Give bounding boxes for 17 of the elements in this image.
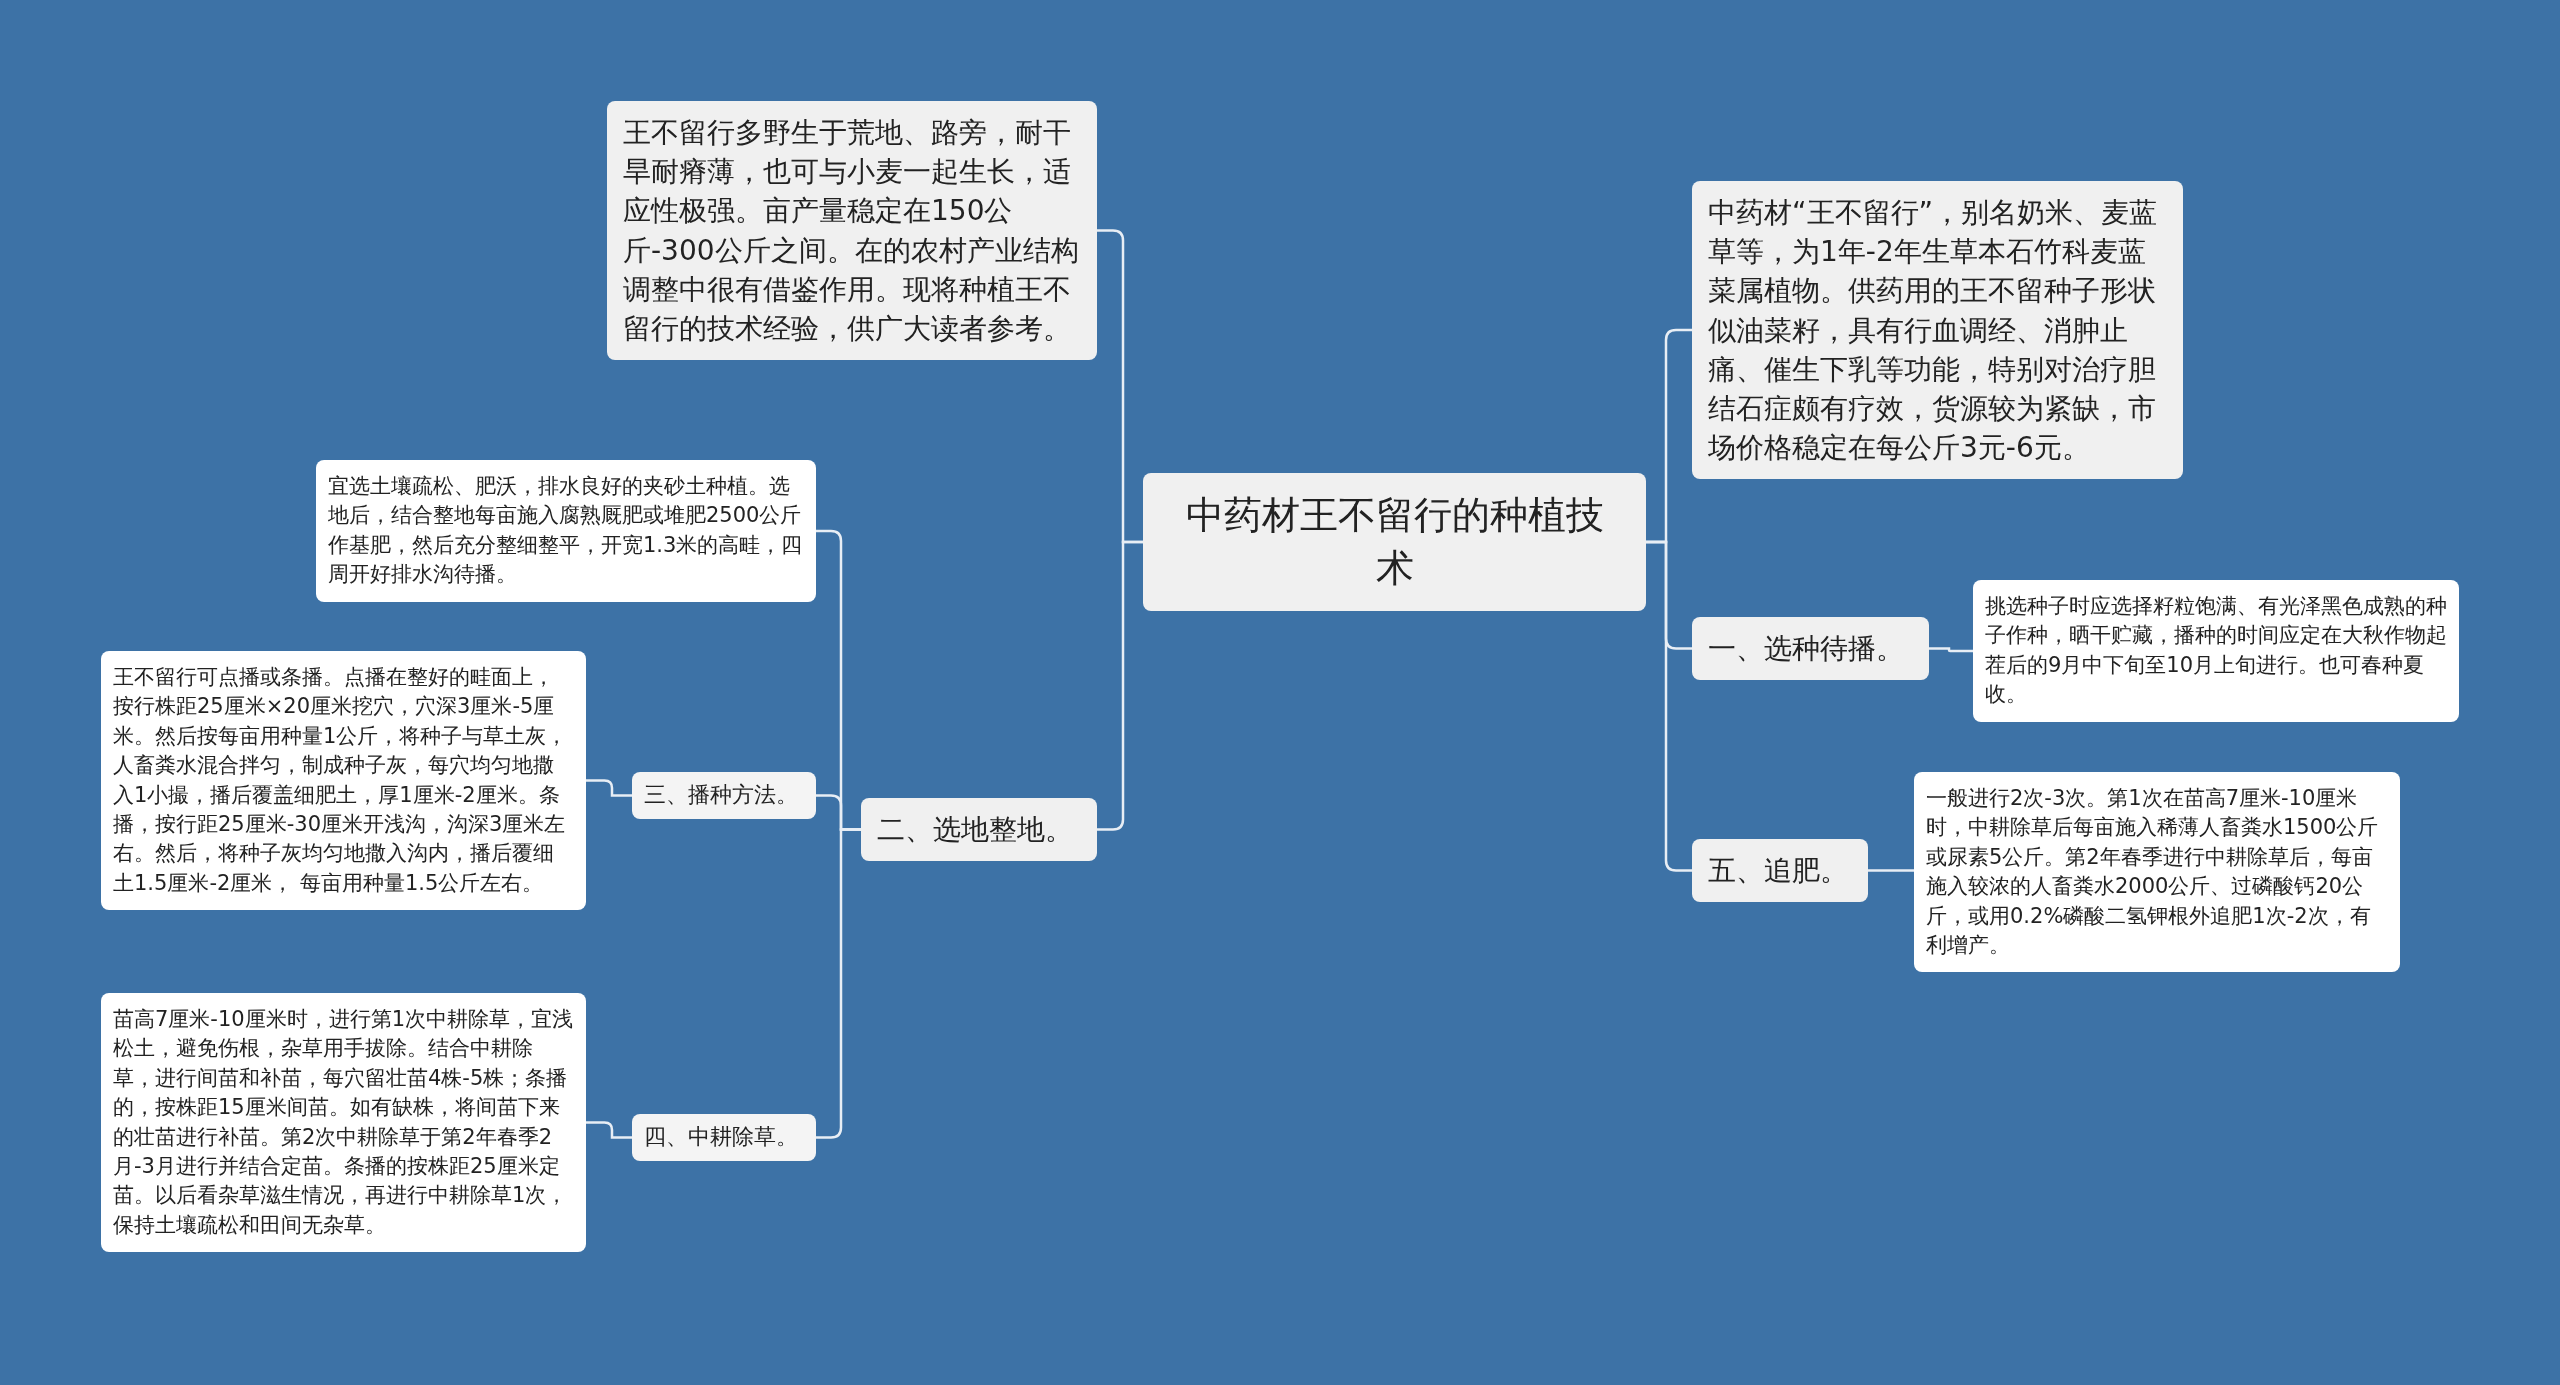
connector-line [586,779,632,797]
topic-box: 王不留行多野生于荒地、路旁，耐干旱耐瘠薄，也可与小麦一起生长，适应性极强。亩产量稳定在150公斤-300公斤之间。在的农村产业结构调整中很有借鉴作用。现将种植王不留行的技术经验，供广大读者参考。 [607,101,1097,361]
subtopic-box: 三、播种方法。 [632,772,816,819]
subtopic-box: 四、中耕除草。 [632,1114,816,1161]
connector-line [586,1121,632,1139]
note-box: 挑选种子时应选择籽粒饱满、有光泽黑色成熟的种子作种，晒干贮藏，播种的时间应定在大秋作物起茬后的9月中下旬至10月上旬进行。也可春种夏收。 [1973,580,2459,722]
connector-line [1929,647,1973,653]
topic-box: 中药材“王不留行”，别名奶米、麦蓝草等，为1年-2年生草本石竹科麦蓝菜属植物。供药用的王不留种子形状似油菜籽，具有行血调经、消肿止痛、催生下乳等功能，特别对治疗胆结石症颇有疗效，货源较为紧缺，市场价格稳定在每公斤3元-6元。 [1692,181,2183,480]
central-topic-box: 中药材王不留行的种植技术 [1143,473,1646,612]
topic-box: 一、选种待播。 [1692,617,1929,681]
topic-box: 二、选地整地。 [861,798,1097,862]
note-box: 王不留行可点播或条播。点播在整好的畦面上，按行株距25厘米×20厘米挖穴，穴深3厘米-5厘米。然后按每亩用种量1公斤，将种子与草土灰，人畜粪水混合拌匀，制成种子灰，每穴均匀地撒入1小撮，播后覆盖细肥土，厚1厘米-2厘米。条播，按行距25厘米-30厘米开浅沟，沟深3厘米左右。然后，将种子灰均匀地撒入沟内，播后覆细土1.5厘米-2厘米， 每亩用种量1.5公斤左右。 [101,651,586,911]
note-box: 宜选土壤疏松、肥沃，排水良好的夹砂土种植。选地后，结合整地每亩施入腐熟厩肥或堆肥2500公斤作基肥，然后充分整细整平，开宽1.3米的高畦，四周开好排水沟待播。 [316,460,816,602]
note-box: 苗高7厘米-10厘米时，进行第1次中耕除草，宜浅松土，避免伤根，杂草用手拔除。结合中耕除草，进行间苗和补苗，每穴留壮苗4株-5株；条播的，按株距15厘米间苗。如有缺株，将间苗下来的壮苗进行补苗。第2次中耕除草于第2年春季2月-3月进行并结合定苗。条播的按株距25厘米定苗。以后看杂草滋生情况，再进行中耕除草1次，保持土壤疏松和田间无杂草。 [101,993,586,1253]
topic-box: 五、追肥。 [1692,839,1868,903]
connector-line [1868,869,1914,872]
note-box: 一般进行2次-3次。第1次在苗高7厘米-10厘米时，中耕除草后每亩施入稀薄人畜粪水1500公斤或尿素5公斤。第2年春季进行中耕除草后，每亩施入较浓的人畜粪水2000公斤、过磷酸钙20公斤，或用0.2%磷酸二氢钾根外追肥1次-2次，有利增产。 [1914,772,2400,973]
